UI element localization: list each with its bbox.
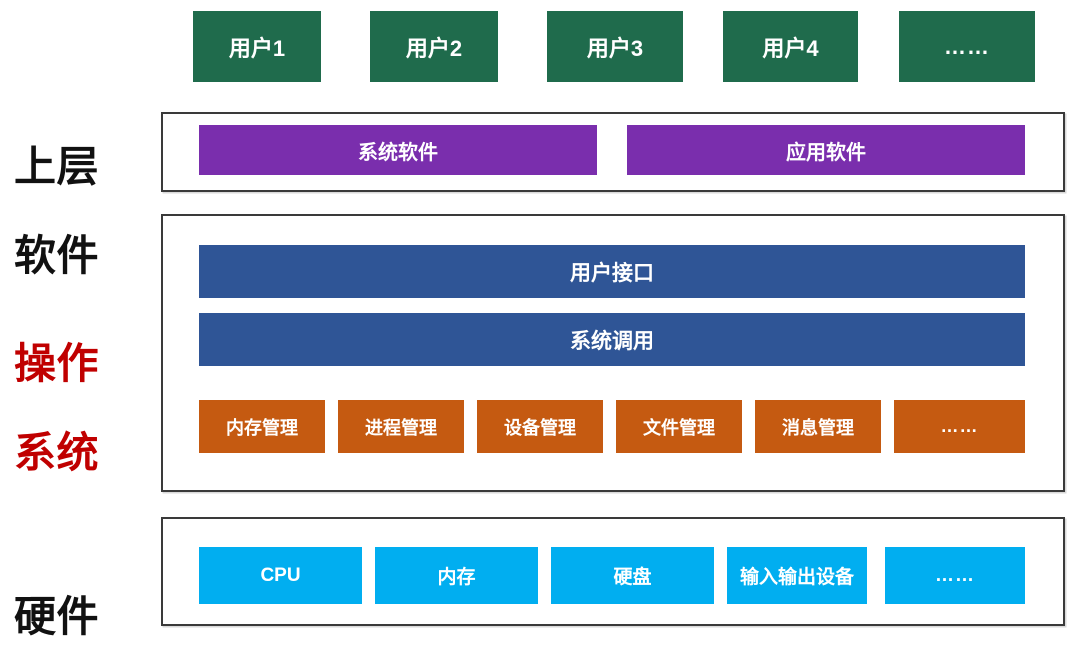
os-bar-user-interface[interactable]: 用户接口 bbox=[199, 245, 1025, 298]
tier-label-hardware-line1: 硬件 bbox=[14, 592, 100, 640]
user-box-0[interactable]: 用户1 bbox=[193, 11, 321, 82]
tier-label-operating-system: 操作 系统 bbox=[14, 297, 154, 520]
operating-system-container: 用户接口 系统调用 内存管理进程管理设备管理文件管理消息管理…… bbox=[161, 214, 1065, 492]
hardware-box-1[interactable]: 内存 bbox=[375, 547, 538, 604]
tier-label-upper-software-line2: 软件 bbox=[14, 231, 100, 279]
hardware-box-3[interactable]: 输入输出设备 bbox=[727, 547, 867, 604]
tier-label-operating-system-line2: 系统 bbox=[14, 428, 100, 476]
hardware-box-2[interactable]: 硬盘 bbox=[551, 547, 714, 604]
hardware-box-4[interactable]: …… bbox=[885, 547, 1025, 604]
hardware-box-0[interactable]: CPU bbox=[199, 547, 362, 604]
os-module-5[interactable]: …… bbox=[894, 400, 1025, 453]
os-module-0[interactable]: 内存管理 bbox=[199, 400, 325, 453]
os-module-2[interactable]: 设备管理 bbox=[477, 400, 603, 453]
user-box-4[interactable]: …… bbox=[899, 11, 1035, 82]
software-bar-0[interactable]: 系统软件 bbox=[199, 125, 597, 175]
os-module-3[interactable]: 文件管理 bbox=[616, 400, 742, 453]
tier-label-upper-software: 上层 软件 bbox=[14, 100, 154, 323]
tier-label-upper-software-line1: 上层 bbox=[14, 142, 100, 190]
software-bar-1[interactable]: 应用软件 bbox=[627, 125, 1025, 175]
os-module-1[interactable]: 进程管理 bbox=[338, 400, 464, 453]
tier-label-hardware: 硬件 bbox=[14, 550, 164, 647]
upper-software-container: 系统软件应用软件 bbox=[161, 112, 1065, 192]
os-bar-system-call[interactable]: 系统调用 bbox=[199, 313, 1025, 366]
os-module-4[interactable]: 消息管理 bbox=[755, 400, 881, 453]
user-box-2[interactable]: 用户3 bbox=[547, 11, 683, 82]
tier-label-operating-system-line1: 操作 bbox=[14, 339, 100, 387]
user-box-1[interactable]: 用户2 bbox=[370, 11, 498, 82]
user-box-3[interactable]: 用户4 bbox=[723, 11, 858, 82]
